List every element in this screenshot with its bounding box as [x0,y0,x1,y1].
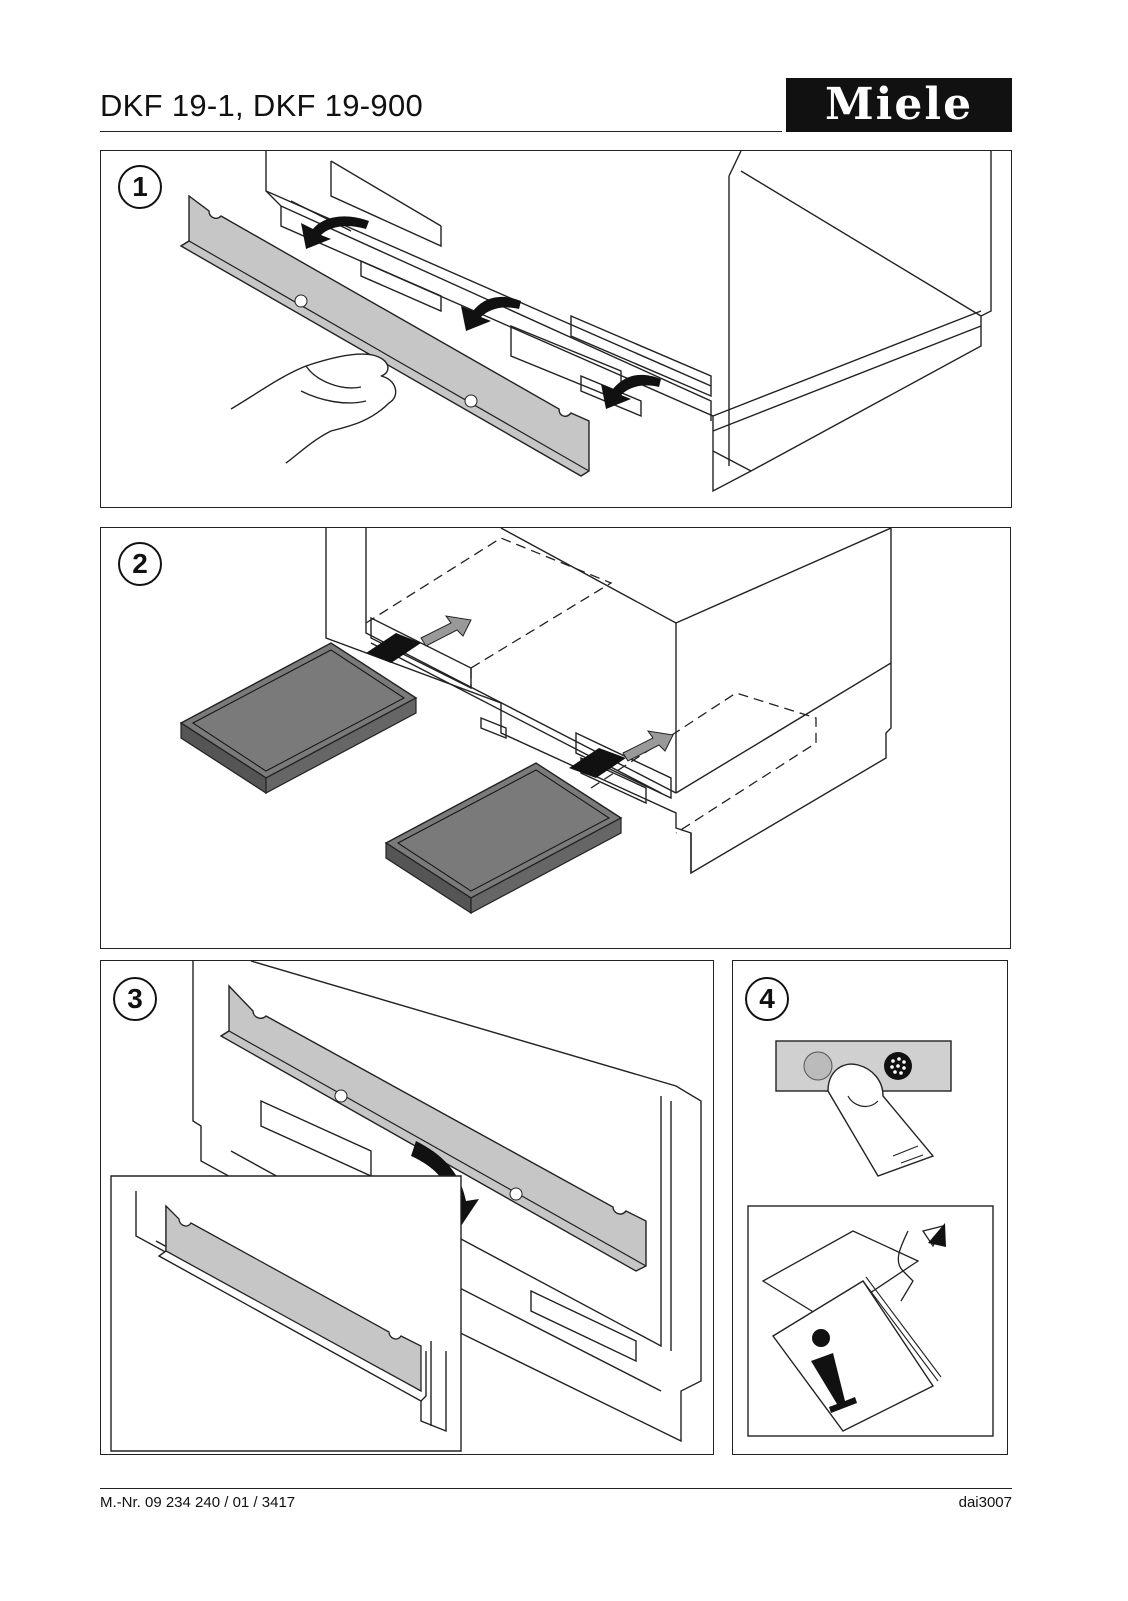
step-2-panel: 2 [100,527,1011,949]
step-4-illustration [747,1040,994,1437]
document-title: DKF 19-1, DKF 19-900 [100,88,424,123]
info-booklet-icon [761,1230,942,1432]
step-3-panel: 3 [100,960,714,1455]
step-2-illustration [179,528,892,915]
finger-press-icon [827,1063,935,1177]
step-3-number: 3 [113,977,157,1021]
step-3-illustration [110,961,702,1452]
step-1-number: 1 [118,165,162,209]
footer-divider [100,1488,1012,1489]
step-1-panel: 1 [100,150,1012,508]
step-4-number: 4 [745,977,789,1021]
plinth-plate [219,984,647,1272]
arrow-icon [411,1141,479,1229]
part-number: M.-Nr. 09 234 240 / 01 / 3417 [100,1494,296,1511]
arrow-icon [420,615,674,762]
filter-cassette-icon [384,762,623,915]
step-2-number: 2 [118,542,162,586]
arrow-icon [301,216,661,409]
step-1-illustration [179,151,992,493]
miele-logo: Miele [786,78,1012,132]
filter-cassette-icon [179,642,418,795]
title-divider [100,131,782,132]
hand-icon [230,353,397,464]
document-code: dai3007 [958,1494,1012,1511]
mesh-button-icon [803,1051,833,1081]
step-4-panel: 4 [732,960,1008,1455]
plinth-plate [179,194,590,477]
